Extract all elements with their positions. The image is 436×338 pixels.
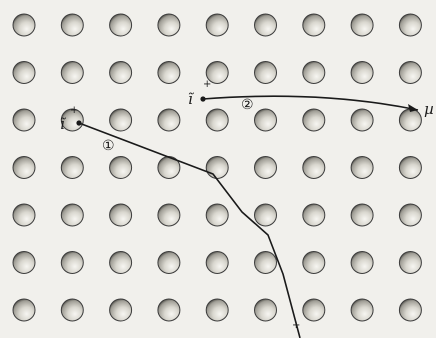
trajectory-2-start-dot xyxy=(200,96,205,101)
atom xyxy=(158,204,180,226)
atom xyxy=(158,299,180,321)
atom xyxy=(303,109,325,131)
trajectory-2-marker: ② xyxy=(241,97,254,113)
atom xyxy=(351,109,373,131)
trajectory-1-marker: ① xyxy=(102,138,115,154)
atom xyxy=(158,252,180,274)
atom xyxy=(351,252,373,274)
atom xyxy=(110,157,132,179)
trajectory-1-start-charge: + xyxy=(70,105,78,116)
trajectory-1-end-label: µ xyxy=(285,334,295,338)
atom-grid xyxy=(13,14,421,321)
atom xyxy=(110,299,132,321)
atom xyxy=(61,204,83,226)
atom xyxy=(61,299,83,321)
atom xyxy=(255,204,277,226)
atom xyxy=(110,14,132,36)
atom xyxy=(206,157,228,179)
trajectory-2-line xyxy=(203,96,418,110)
atom xyxy=(303,299,325,321)
atom xyxy=(206,109,228,131)
atom xyxy=(351,14,373,36)
atom xyxy=(255,299,277,321)
atom xyxy=(206,14,228,36)
atom xyxy=(399,252,421,274)
atom xyxy=(351,299,373,321)
atom xyxy=(399,299,421,321)
trajectory-1-start-dot xyxy=(76,120,81,125)
atom xyxy=(110,62,132,84)
atom xyxy=(255,109,277,131)
atom xyxy=(13,252,35,274)
trajectory-2-end-label: µ xyxy=(424,100,434,118)
atom xyxy=(13,157,35,179)
atom xyxy=(255,62,277,84)
trajectory-2-start-charge: + xyxy=(203,79,211,90)
atom xyxy=(13,299,35,321)
atom xyxy=(255,252,277,274)
atom xyxy=(351,62,373,84)
atom xyxy=(158,109,180,131)
atom xyxy=(13,62,35,84)
atom xyxy=(399,62,421,84)
atom xyxy=(158,62,180,84)
atom xyxy=(110,252,132,274)
atom xyxy=(303,62,325,84)
atom xyxy=(303,252,325,274)
atom xyxy=(61,157,83,179)
atom xyxy=(399,157,421,179)
atom xyxy=(206,299,228,321)
atom xyxy=(399,204,421,226)
atom xyxy=(206,204,228,226)
atom xyxy=(255,157,277,179)
atom xyxy=(351,157,373,179)
atom xyxy=(61,62,83,84)
trajectory-2-start-label: ĩ xyxy=(188,90,195,108)
atom xyxy=(13,14,35,36)
atom xyxy=(351,204,373,226)
atom xyxy=(303,14,325,36)
atom xyxy=(158,14,180,36)
atom xyxy=(61,14,83,36)
atom xyxy=(110,109,132,131)
atom xyxy=(255,14,277,36)
atom xyxy=(61,252,83,274)
trajectory-1-end-charge: + xyxy=(292,320,300,331)
atom xyxy=(13,109,35,131)
atom xyxy=(110,204,132,226)
atom xyxy=(303,204,325,226)
atom xyxy=(206,252,228,274)
atom xyxy=(13,204,35,226)
atom xyxy=(399,109,421,131)
atom xyxy=(399,14,421,36)
atom xyxy=(303,157,325,179)
